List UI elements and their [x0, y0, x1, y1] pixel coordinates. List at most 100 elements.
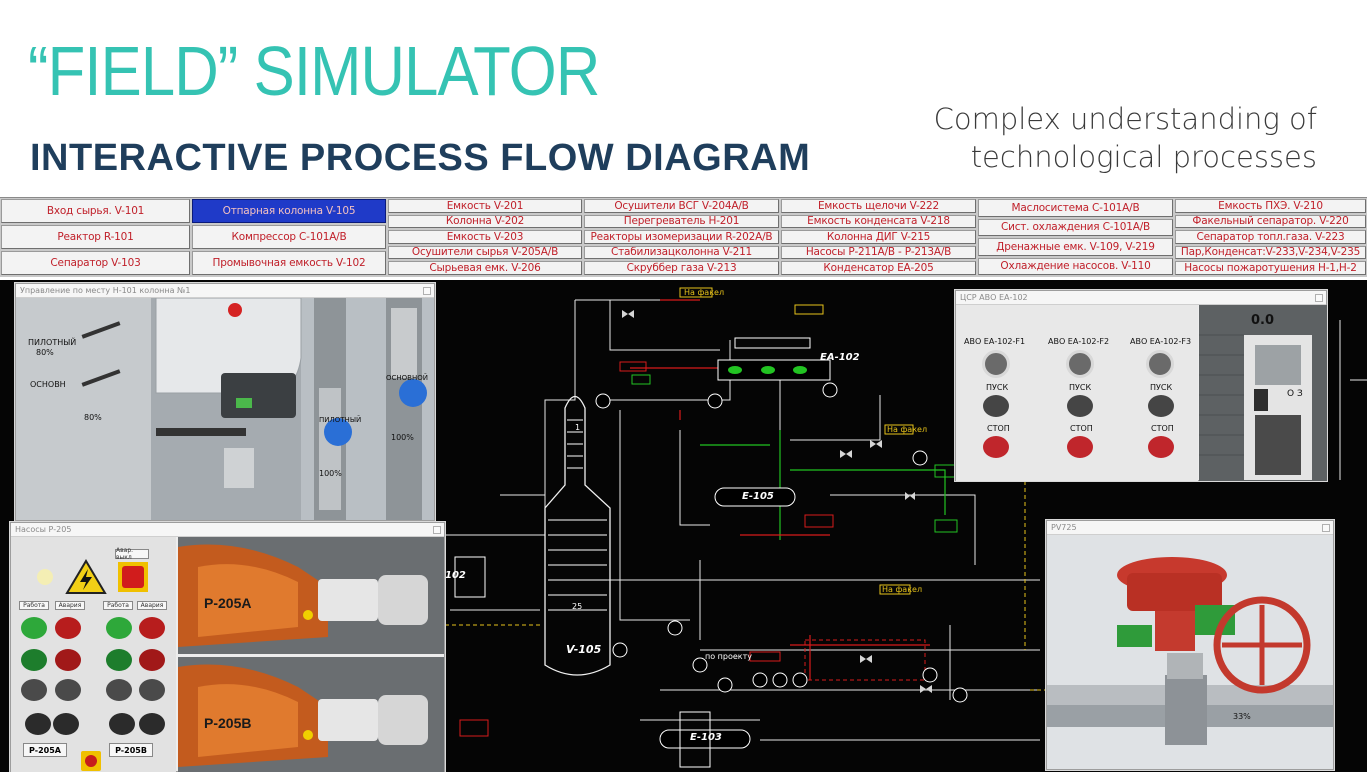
fan-1-start-button[interactable] — [983, 395, 1009, 417]
nav-button-v101[interactable]: Вход сырья. V-101 — [1, 199, 190, 223]
pilot-handwheel-icon[interactable] — [322, 432, 354, 464]
nav-button-r101[interactable]: Реактор R-101 — [1, 225, 190, 249]
fan-1-stop-button[interactable] — [983, 436, 1009, 458]
pump-a-mode-switch[interactable] — [53, 713, 79, 735]
nav-button-p211[interactable]: Насосы Р-211А/В - Р-213А/В — [781, 245, 976, 260]
tag-flare-2: На факел — [887, 425, 928, 434]
nav-button-h201[interactable]: Перегреватель Н-201 — [584, 214, 779, 229]
exchanger-e105-label[interactable]: Е-105 — [742, 491, 774, 502]
nav-button-ea205[interactable]: Конденсатор ЕА-205 — [781, 261, 976, 275]
emergency-stop-button[interactable] — [122, 566, 144, 588]
pump-a-aux-button-1[interactable] — [21, 679, 47, 701]
air-cooler-readout: 0.0 — [1251, 313, 1275, 328]
nav-button-v103[interactable]: Сепаратор V-103 — [1, 251, 190, 275]
nav-button-v220[interactable]: Факельный сепаратор. V-220 — [1175, 214, 1366, 229]
pump-b-start-button[interactable] — [106, 649, 132, 671]
air-cooler-window-title: ЦСР АВО ЕА-102 — [956, 291, 1326, 305]
main-handwheel-icon[interactable] — [397, 393, 429, 425]
nav-button-v203[interactable]: Емкость V-203 — [388, 230, 582, 244]
nav-column-7: Емкость ПХЭ. V-210 Факельный сепаратор. … — [1174, 198, 1367, 276]
pump-a-selector-switch[interactable] — [25, 713, 51, 735]
field-3d-scene: ПИЛОТНЫЙ 80% ОСНОВН 80% ПИЛОТНЫЙ 100% ОС… — [16, 298, 434, 520]
fan-3-selector-icon[interactable] — [1146, 350, 1174, 378]
main-position-label: ОСНОВН — [30, 380, 66, 389]
nav-button-v222[interactable]: Емкость щелочи V-222 — [781, 199, 976, 213]
pilot-handle-icon[interactable] — [78, 334, 122, 348]
nav-column-4: Осушители ВСГ V-204А/В Перегреватель Н-2… — [583, 198, 780, 276]
fan-2-label: АВО ЕА-102-F2 — [1048, 337, 1110, 346]
pump-control-window-title: Насосы Р-205 — [11, 523, 444, 537]
field-control-window[interactable]: Управление по месту Н-101 колонна №1 ПИЛ… — [15, 283, 435, 521]
handwheel-icon[interactable] — [1217, 599, 1307, 689]
pump-b-mode-switch[interactable] — [139, 713, 165, 735]
fan-1-stop-label: СТОП — [987, 424, 1010, 433]
fan-2-stop-label: СТОП — [1070, 424, 1093, 433]
nav-button-r202[interactable]: Реакторы изомеризации R-202А/В — [584, 230, 779, 244]
vessel-102-label[interactable]: 102 — [445, 570, 466, 581]
tag-flare-1: На факел — [684, 288, 725, 297]
status-label-1: Работа — [19, 601, 49, 610]
pump-a-aux-button-2[interactable] — [55, 679, 81, 701]
fan-2-stop-button[interactable] — [1067, 436, 1093, 458]
nav-button-cooling-system[interactable]: Сист. охлаждения С-101А/В — [978, 218, 1173, 236]
nav-button-v210[interactable]: Емкость ПХЭ. V-210 — [1175, 199, 1366, 213]
exchanger-e103-label[interactable]: Е-103 — [690, 732, 722, 743]
nav-button-oil-system[interactable]: Маслосистема С-101А/В — [978, 199, 1173, 217]
emergency-stop-frame — [118, 562, 148, 592]
nav-button-v206[interactable]: Сырьевая емк. V-206 — [388, 261, 582, 275]
nav-button-pump-cooling[interactable]: Охлаждение насосов. V-110 — [978, 257, 1173, 275]
nav-button-v223[interactable]: Сепаратор топл.газа. V-223 — [1175, 230, 1366, 244]
tagline-line-2: technological processes — [970, 140, 1317, 174]
nav-button-steam[interactable]: Пар,Конденсат:V-233,V-234,V-235 — [1175, 245, 1366, 260]
close-icon[interactable] — [1322, 524, 1330, 532]
nav-button-v202[interactable]: Колонна V-202 — [388, 214, 582, 229]
pump-b-aux-button-1[interactable] — [106, 679, 132, 701]
air-cooler-window[interactable]: ЦСР АВО ЕА-102 АВО ЕА-102-F1 АВО ЕА-102-… — [955, 290, 1327, 481]
pump-b-selector-switch[interactable] — [109, 713, 135, 735]
pump-b-stop-button[interactable] — [139, 649, 165, 671]
exchanger-ea102-label[interactable]: ЕА-102 — [820, 352, 860, 363]
pump-a-run-lamp — [21, 617, 47, 639]
nav-button-v201[interactable]: Емкость V-201 — [388, 199, 582, 213]
power-lamp-icon — [37, 569, 53, 585]
reset-button[interactable] — [81, 751, 101, 771]
pump-b-tag: P-205B — [109, 743, 153, 757]
fan-3-stop-button[interactable] — [1148, 436, 1174, 458]
pump-a-stop-button[interactable] — [55, 649, 81, 671]
nav-column-3: Емкость V-201 Колонна V-202 Емкость V-20… — [387, 198, 583, 276]
nav-button-v204[interactable]: Осушители ВСГ V-204А/В — [584, 199, 779, 213]
control-valve-3d-scene: 33% — [1047, 535, 1333, 769]
pump-a-start-button[interactable] — [21, 649, 47, 671]
field-equipment-graphic — [16, 298, 434, 520]
close-icon[interactable] — [1315, 294, 1323, 302]
pump-a-camera-view: P-205A — [178, 537, 444, 654]
nav-button-drain-tanks[interactable]: Дренажные емк. V-109, V-219 — [978, 238, 1173, 256]
pilot-valve-label: ПИЛОТНЫЙ — [319, 416, 362, 424]
pump-b-aux-button-2[interactable] — [139, 679, 165, 701]
nav-button-v205[interactable]: Осушители сырья V-205А/В — [388, 245, 582, 260]
page-title: “FIELD” SIMULATOR — [28, 32, 600, 110]
fan-3-start-button[interactable] — [1148, 395, 1174, 417]
nav-button-fire-pumps[interactable]: Насосы пожаротушения Н-1,Н-2 — [1175, 261, 1366, 275]
pfd-piping — [445, 287, 1367, 768]
fan-2-start-button[interactable] — [1067, 395, 1093, 417]
switch-position-labels: О З — [1287, 389, 1303, 399]
close-icon[interactable] — [423, 287, 431, 295]
fan-2-selector-icon[interactable] — [1066, 350, 1094, 378]
column-stage-1: 1 — [575, 423, 581, 432]
nav-button-v105[interactable]: Отпарная колонна V-105 — [192, 199, 386, 223]
fan-1-selector-icon[interactable] — [982, 350, 1010, 378]
pump-b-camera-view: P-205B — [178, 657, 444, 772]
main-handle-icon[interactable] — [78, 382, 122, 396]
air-cooler-panel: АВО ЕА-102-F1 АВО ЕА-102-F2 АВО ЕА-102-F… — [956, 305, 1198, 481]
nav-button-v211[interactable]: Стабилизацколонна V-211 — [584, 245, 779, 260]
nav-button-v213[interactable]: Скруббер газа V-213 — [584, 261, 779, 275]
column-v105-label[interactable]: V-105 — [566, 643, 602, 656]
nav-button-v218[interactable]: Емкость конденсата V-218 — [781, 214, 976, 229]
pump-control-window[interactable]: Насосы Р-205 Авар. выкл Работа Авария Ра… — [10, 522, 445, 772]
close-icon[interactable] — [433, 526, 441, 534]
control-valve-window[interactable]: PV725 33% — [1046, 520, 1334, 770]
nav-button-c101[interactable]: Компрессор С-101А/В — [192, 225, 386, 249]
nav-button-v102[interactable]: Промывочная емкость V-102 — [192, 251, 386, 275]
nav-button-v215[interactable]: Колонна ДИГ V-215 — [781, 230, 976, 244]
